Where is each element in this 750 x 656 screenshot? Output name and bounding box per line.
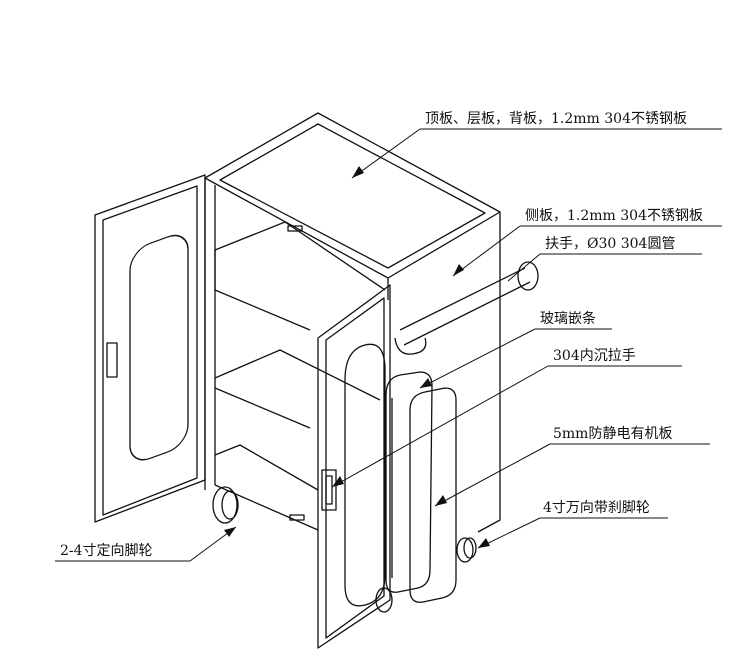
swivel-caster-right xyxy=(456,537,477,563)
fixed-caster-left xyxy=(212,486,393,613)
label-glass-strip: 玻璃嵌条 xyxy=(540,311,596,327)
arrowheads xyxy=(224,166,490,548)
antistatic-board xyxy=(409,387,457,603)
label-fixed-caster: 2-4寸定向脚轮 xyxy=(60,543,153,559)
label-recessed-handle: 304内沉拉手 xyxy=(553,348,636,364)
label-side-panel: 侧板，1.2mm 304不锈钢板 xyxy=(525,208,703,224)
handrail xyxy=(394,261,539,355)
glass-strip xyxy=(385,371,433,593)
right-door xyxy=(317,284,391,649)
left-door xyxy=(94,174,206,523)
label-handrail: 扶手，Ø30 304圆管 xyxy=(545,236,676,252)
leader-lines xyxy=(55,128,722,562)
label-antistatic-board: 5mm防静电有机板 xyxy=(553,426,673,442)
label-swivel-caster: 4寸万向带刹脚轮 xyxy=(543,500,650,516)
label-top-shelf-back: 顶板、层板，背板，1.2mm 304不锈钢板 xyxy=(425,111,687,127)
top-panel xyxy=(204,112,501,279)
